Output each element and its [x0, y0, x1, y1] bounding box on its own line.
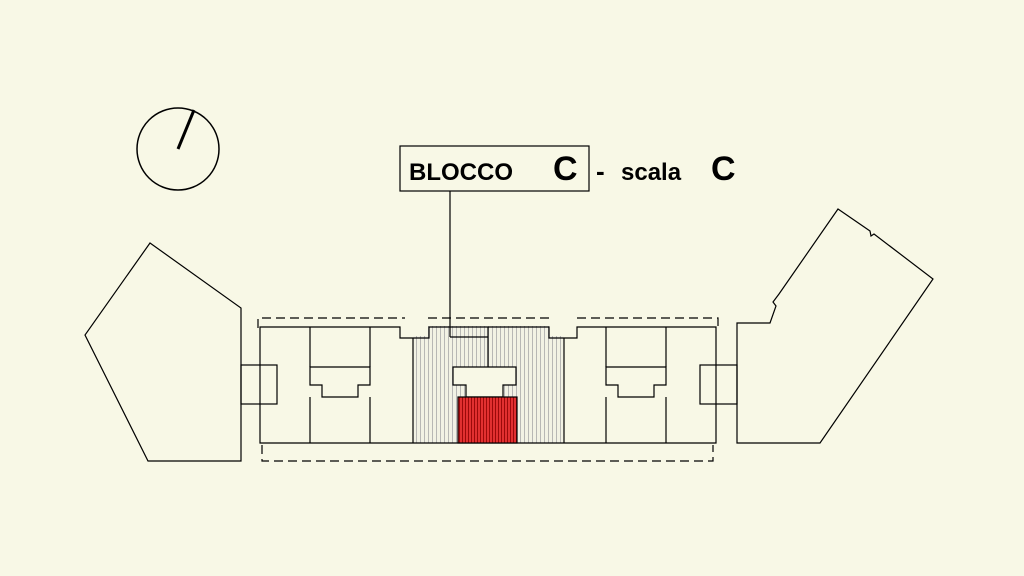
label-separator: - [596, 156, 605, 186]
block-label-word: BLOCCO [409, 159, 513, 186]
stair-c-highlight [457, 396, 518, 444]
left-stair-core [309, 366, 371, 398]
lower-dashed-outline [261, 445, 714, 462]
block-label-letter: C [553, 150, 578, 188]
north-arrow-icon [136, 107, 220, 191]
block-label-box [399, 145, 590, 192]
left-wing-building [84, 242, 242, 462]
stair-label-letter: C [711, 150, 736, 188]
interior-walls [309, 327, 667, 443]
right-stair-core [605, 366, 667, 398]
left-connector [240, 364, 278, 405]
main-building-outline [259, 326, 717, 444]
right-connector [699, 364, 738, 405]
right-wing-building [736, 208, 934, 444]
stair-label-word: scala [621, 159, 682, 186]
upper-dashed-outline [257, 317, 719, 328]
